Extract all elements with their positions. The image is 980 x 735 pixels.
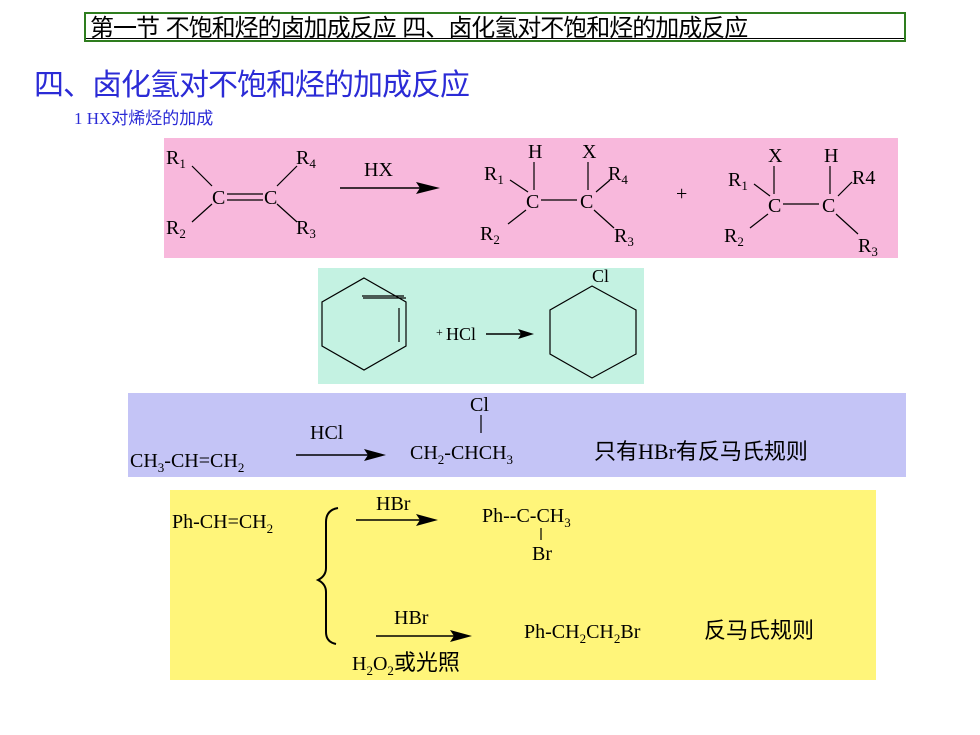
lower-product: Ph-CH2CH2Br: [524, 621, 641, 646]
cyclohexene-ring: [362, 295, 406, 299]
svg-text:R2: R2: [724, 225, 744, 249]
reaction1-scheme: R1 R4 C C R2 R3 HX H X R1 R4 C C R2: [166, 141, 878, 258]
header-banner: 第一节 不饱和烃的卤加成反应 四、卤化氢对不饱和烃的加成反应: [84, 12, 906, 42]
reaction2-scheme: + HCl Cl: [321, 268, 637, 384]
product-3: CH2-CHCH3: [410, 442, 513, 467]
chloro-substituent: Cl: [592, 268, 609, 286]
plus-sign: +: [676, 183, 687, 205]
antimarkovnikov-note: 只有HBr有反马氏规则: [594, 439, 808, 465]
svg-text:C: C: [822, 195, 835, 217]
header-text: 第一节 不饱和烃的卤加成反应 四、卤化氢对不饱和烃的加成反应: [90, 14, 748, 42]
subtitle: 1 HX对烯烃的加成: [74, 109, 214, 128]
styrene-reactant: Ph-CH=CH2: [172, 511, 273, 536]
svg-text:R3: R3: [296, 217, 316, 241]
section-title: 四、卤化氢对不饱和烃的加成反应: [34, 68, 470, 103]
reaction3-scheme: CH3-CH=CH2 HCl Cl CH2-CHCH3 只有HBr有反马氏规则: [130, 394, 808, 475]
lower-note: 反马氏规则: [704, 619, 814, 644]
svg-text:R2: R2: [480, 223, 500, 247]
alkene-reactant: R1 R4 C C R2 R3: [166, 147, 316, 241]
svg-text:R4: R4: [296, 147, 316, 171]
svg-text:H: H: [528, 141, 542, 163]
svg-text:R4: R4: [608, 163, 628, 187]
header-underline: [86, 38, 904, 39]
cyclohexene: [364, 294, 406, 384]
svg-text:X: X: [582, 141, 597, 163]
reaction1-arrowhead: [416, 182, 440, 194]
product2-bonds: [749, 166, 859, 235]
r1-label: R: [166, 147, 180, 169]
upper-arrowhead: [416, 514, 438, 526]
reagent-hcl-3: HCl: [310, 422, 344, 444]
product1-bonds: [507, 162, 615, 229]
carbon-2: C: [264, 187, 277, 209]
reaction1-panel: R1 R4 C C R2 R3 HX H X R1 R4 C C R2: [164, 138, 898, 258]
svg-text:R2: R2: [166, 217, 186, 241]
svg-text:R4: R4: [852, 167, 875, 189]
r3-label: R: [296, 217, 310, 239]
reaction3-panel: CH3-CH=CH2 HCl Cl CH2-CHCH3 只有HBr有反马氏规则: [128, 393, 906, 477]
upper-product: Ph--C-CH3: [482, 505, 571, 530]
svg-text:R3: R3: [858, 235, 878, 258]
lower-condition: H2O2或光照: [352, 651, 460, 678]
plus-small: +: [436, 325, 443, 339]
svg-text:C: C: [580, 191, 593, 213]
upper-bromo: Br: [532, 543, 552, 565]
svg-text:C: C: [768, 195, 781, 217]
reaction2-arrowhead: [518, 329, 534, 339]
cyclohexene-ring-shape: [321, 277, 407, 371]
product2: X H R1 R4 C C R2 R3: [724, 145, 878, 258]
lower-reagent: HBr: [394, 607, 429, 629]
svg-text:H: H: [824, 145, 838, 167]
reagent-hcl: HCl: [446, 324, 476, 344]
svg-text:R1: R1: [728, 169, 748, 193]
branch-brace: [315, 507, 339, 645]
reagent-hx: HX: [364, 159, 393, 181]
carbon-1: C: [212, 187, 225, 209]
reaction4-panel: Ph-CH=CH2 HBr Ph--C-CH3 Br HBr H2O2或光照 P…: [170, 490, 876, 680]
propene-reactant: CH3-CH=CH2: [130, 450, 244, 475]
product1: H X R1 R4 C C R2 R3: [480, 141, 634, 249]
alkene-bonds: [191, 165, 298, 223]
svg-text:R1: R1: [484, 163, 504, 187]
reaction3-arrowhead: [364, 449, 386, 461]
lower-arrowhead: [450, 630, 472, 642]
upper-reagent: HBr: [376, 493, 411, 515]
svg-text:X: X: [768, 145, 783, 167]
r2-label: R: [166, 217, 180, 239]
svg-text:R1: R1: [166, 147, 186, 171]
chloro-3: Cl: [470, 394, 489, 416]
reaction4-scheme: Ph-CH=CH2 HBr Ph--C-CH3 Br HBr H2O2或光照 P…: [172, 493, 814, 678]
svg-text:C: C: [526, 191, 539, 213]
chlorocyclohexane-ring: [549, 285, 637, 379]
reaction2-panel: + HCl Cl: [318, 268, 644, 384]
r4-label: R: [296, 147, 310, 169]
svg-text:R3: R3: [614, 225, 634, 249]
